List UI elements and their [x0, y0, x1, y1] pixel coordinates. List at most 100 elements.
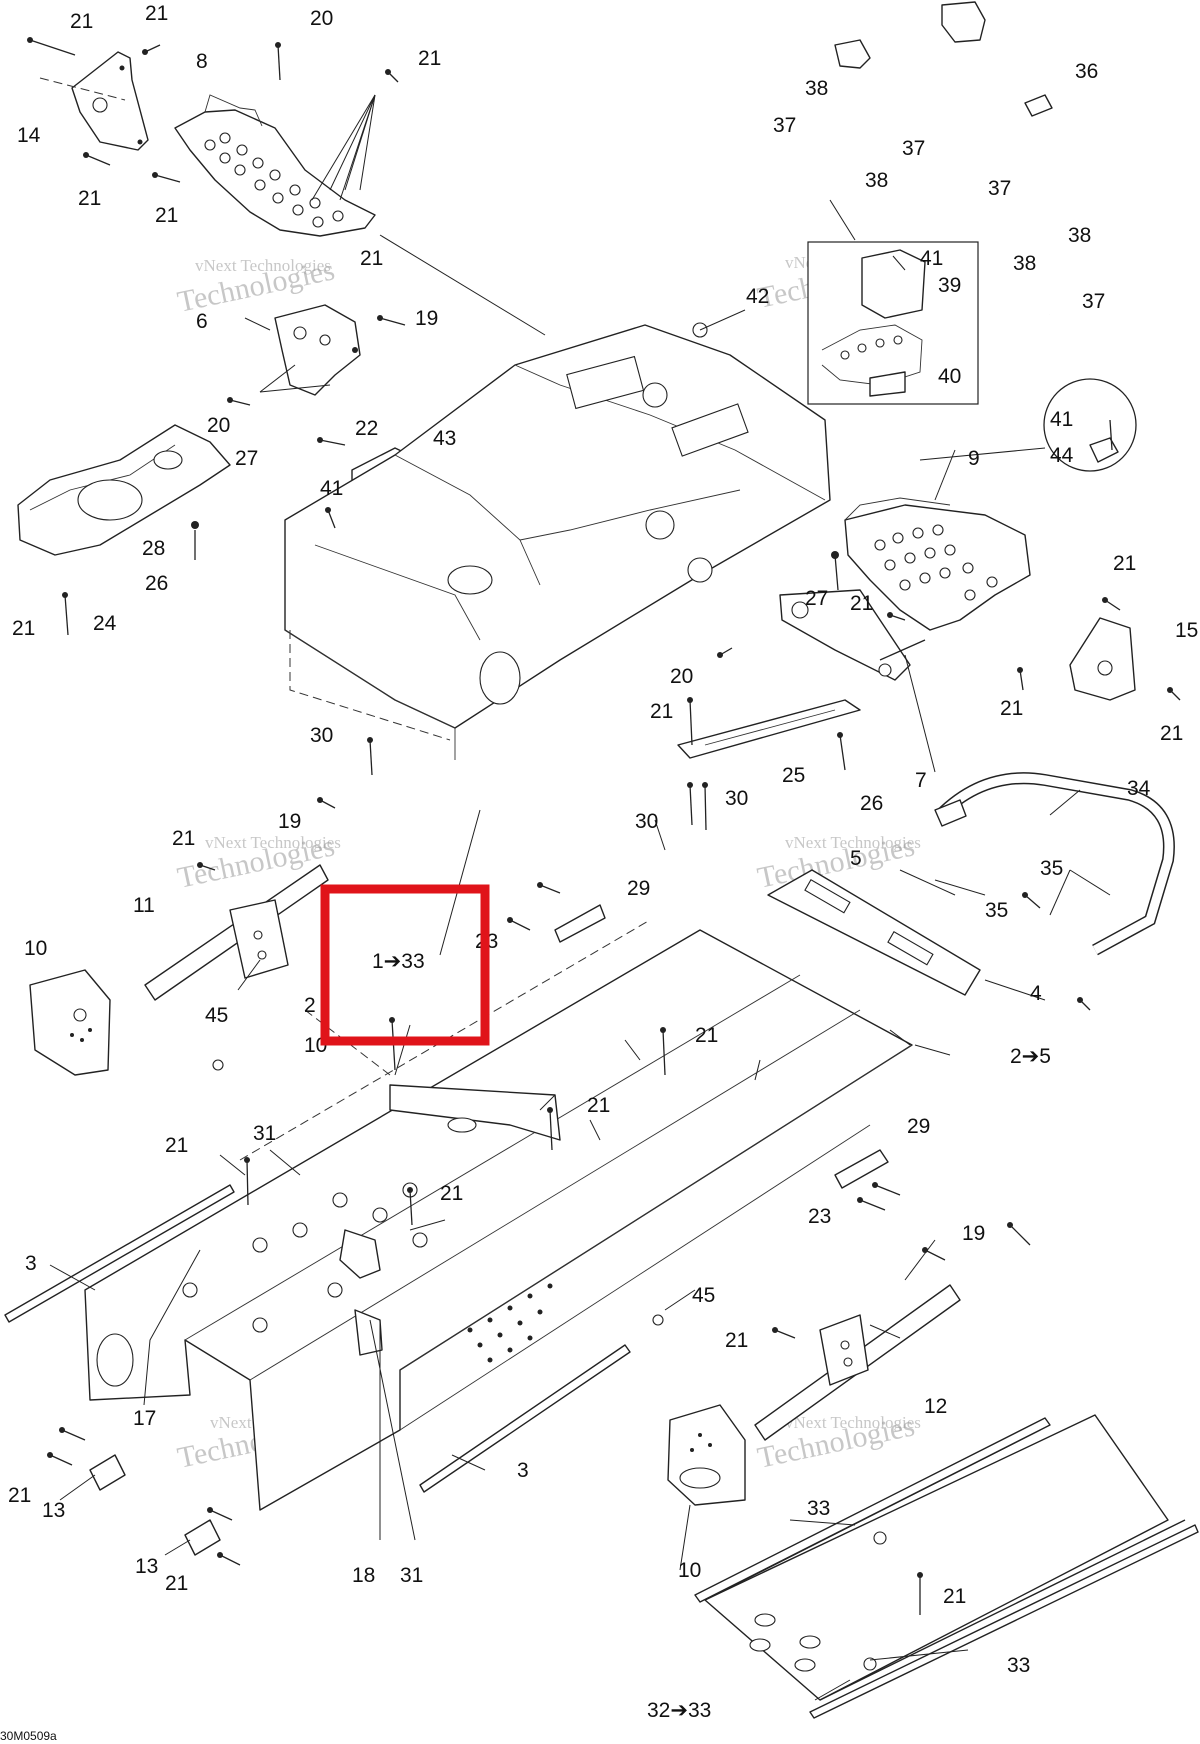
leader-lines [49, 94, 1111, 1701]
callout-label: 32➔33 [647, 1699, 711, 1722]
callout-label: 45 [692, 1284, 715, 1307]
callout-label: 19 [278, 810, 301, 833]
callout-label: 21 [165, 1572, 188, 1595]
callout-label: 30 [310, 724, 333, 747]
callout-label: 21 [165, 1134, 188, 1157]
callout-label: 7 [915, 769, 927, 792]
part-7-hinge [779, 589, 926, 681]
callout-label: 20 [310, 7, 333, 30]
watermark-text: vNext Technologies [195, 256, 331, 275]
callout-label: 14 [17, 124, 41, 147]
part-10-bracket-upper [29, 969, 111, 1076]
callout-label: 5 [850, 847, 862, 870]
callout-label: 35 [985, 899, 1008, 922]
callout-label: 33 [1007, 1654, 1030, 1677]
callout-label: 9 [968, 447, 980, 470]
callout-label: 13 [135, 1555, 158, 1578]
part-4-plate [767, 869, 981, 996]
callout-label: 10 [678, 1559, 701, 1582]
part-10-bracket-lower [667, 1404, 746, 1506]
callout-label: 27 [805, 587, 828, 610]
part-25-strip [677, 699, 861, 759]
callout-label: 21 [850, 592, 873, 615]
callout-label: 41 [920, 247, 943, 270]
callout-label: 19 [962, 1222, 985, 1245]
part-34-handle [934, 772, 1175, 956]
callout-label: 18 [352, 1564, 375, 1587]
callout-label: 45 [205, 1004, 228, 1027]
callout-label: 6 [196, 310, 208, 333]
callout-label: 24 [93, 612, 117, 635]
callout-label: 37 [902, 137, 925, 160]
part-29-bar-lower [834, 1149, 889, 1189]
callout-label: 21 [418, 47, 441, 70]
part-15-bracket [1069, 617, 1136, 701]
callout-label: 27 [235, 447, 258, 470]
callout-label: 21 [725, 1329, 748, 1352]
callout-label: 21 [695, 1024, 718, 1047]
callout-label: 21 [440, 1182, 463, 1205]
callout-label: 37 [988, 177, 1011, 200]
callout-label: 30 [635, 810, 658, 833]
part-32-33-rails [694, 1414, 1199, 1719]
callout-label: 36 [1075, 60, 1098, 83]
callout-label: 38 [865, 169, 888, 192]
watermark-text: vNext Technologies [785, 833, 921, 852]
callout-label: 2➔5 [1010, 1045, 1051, 1068]
part-36-loop [834, 1, 1064, 316]
callout-label: 21 [587, 1094, 610, 1117]
part-13-plate [184, 1519, 221, 1556]
callout-label: 29 [627, 877, 650, 900]
part-12-bracket [754, 1284, 961, 1441]
callout-label: 21 [943, 1585, 966, 1608]
part-11-bracket [144, 864, 329, 1001]
callout-label: 26 [860, 792, 883, 815]
callout-label: 34 [1127, 777, 1151, 800]
callout-label: 33 [807, 1497, 830, 1520]
part-2-tunnel [84, 919, 913, 1511]
highlight-box: 1➔33 [320, 884, 490, 1046]
callout-label: 12 [924, 1395, 947, 1418]
callout-label: 17 [133, 1407, 156, 1430]
part-24-panel [17, 424, 231, 556]
callout-label: 23 [808, 1205, 831, 1228]
part-29-bar [554, 904, 606, 943]
part-9-footrest [844, 497, 1031, 631]
callout-label: 38 [1068, 224, 1091, 247]
callout-label: 31 [253, 1122, 276, 1145]
part-3-rods [4, 1184, 631, 1493]
callout-label: 11 [133, 894, 155, 917]
callout-label: 21 [155, 204, 178, 227]
part-8-footrest [174, 94, 376, 237]
callout-label: 40 [938, 365, 961, 388]
inset-detail-box [807, 241, 979, 405]
callout-label: 43 [433, 427, 456, 450]
callout-label: 31 [400, 1564, 423, 1587]
callout-label: 42 [746, 285, 769, 308]
callout-label: 21 [172, 827, 195, 850]
callout-label: 30 [725, 787, 748, 810]
fasteners [27, 37, 1181, 1615]
callout-label: 8 [196, 50, 208, 73]
parts [4, 1, 1199, 1719]
part-6-hinge [274, 304, 361, 396]
callout-label: 41 [1050, 408, 1073, 431]
callout-label: 37 [773, 114, 796, 137]
figure-reference: 30M0509a [0, 1729, 57, 1743]
callout-label: 38 [1013, 252, 1036, 275]
callout-label: 21 [8, 1484, 31, 1507]
callout-label: 3 [25, 1252, 37, 1275]
callout-label: 22 [355, 417, 378, 440]
callout-label: 44 [1050, 444, 1074, 467]
callout-label: 37 [1082, 290, 1105, 313]
callout-label: 26 [145, 572, 168, 595]
callout-label: 38 [805, 77, 828, 100]
callout-label: 28 [142, 537, 165, 560]
callout-label: 39 [938, 274, 961, 297]
callout-label: 21 [1000, 697, 1023, 720]
callout-label: 21 [1160, 722, 1183, 745]
callout-label: 21 [78, 187, 101, 210]
part-13-plate [89, 1454, 126, 1491]
callout-label: 20 [207, 414, 230, 437]
